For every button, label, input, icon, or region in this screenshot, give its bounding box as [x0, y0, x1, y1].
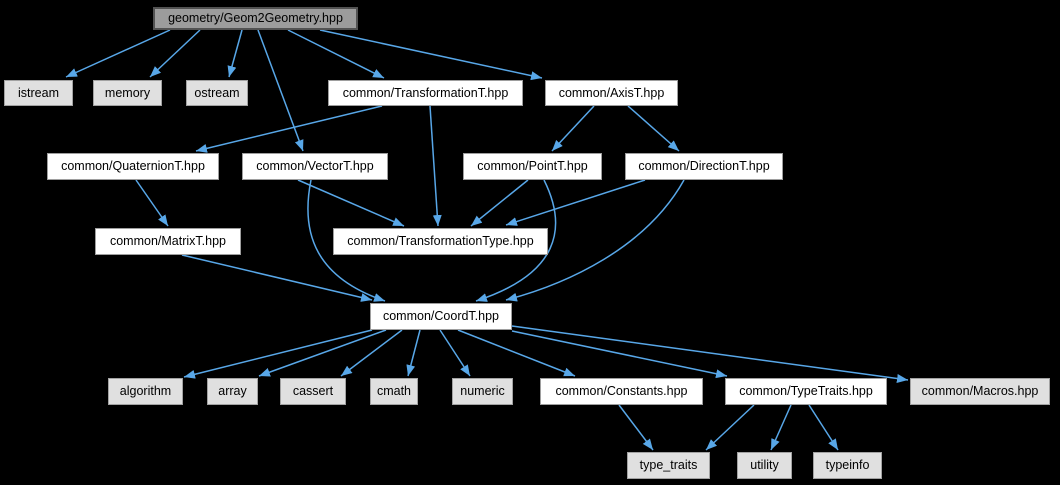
edge-geom2geometry-memory	[149, 29, 201, 78]
edge-coordt-macros	[511, 325, 909, 383]
node-ostream: ostream	[186, 80, 248, 106]
node-algorithm: algorithm	[108, 378, 183, 405]
node-common-vectort-hpp[interactable]: common/VectorT.hpp	[242, 153, 388, 180]
edge-quaterniont-matrixt	[135, 179, 169, 227]
node-common-transformationtype-hpp[interactable]: common/TransformationType.hpp	[333, 228, 548, 255]
node-typeinfo: typeinfo	[813, 452, 882, 479]
node-common-macros-hpp: common/Macros.hpp	[910, 378, 1050, 405]
edge-axist-directiont	[627, 105, 680, 152]
node-cassert: cassert	[280, 378, 346, 405]
edge-typetraits-utility	[770, 404, 792, 451]
node-common-coordt-hpp[interactable]: common/CoordT.hpp	[370, 303, 512, 330]
edge-vectort-transformationtype	[297, 179, 405, 227]
edge-coordt-algorithm	[183, 329, 373, 379]
node-common-axist-hpp[interactable]: common/AxisT.hpp	[545, 80, 678, 106]
edge-pointt-coordt	[475, 179, 557, 302]
node-common-constants-hpp[interactable]: common/Constants.hpp	[540, 378, 703, 405]
edge-geom2geometry-ostream	[227, 29, 243, 78]
edge-directiont-coordt	[505, 179, 685, 302]
edge-geom2geometry-transformationt	[287, 29, 385, 79]
node-common-directiont-hpp[interactable]: common/DirectionT.hpp	[625, 153, 783, 180]
node-cmath: cmath	[370, 378, 418, 405]
edge-coordt-cassert	[340, 329, 403, 377]
node-utility: utility	[737, 452, 792, 479]
edge-transformationt-quaterniont	[195, 105, 383, 153]
node-common-pointt-hpp[interactable]: common/PointT.hpp	[463, 153, 602, 180]
node-numeric: numeric	[452, 378, 513, 405]
node-istream: istream	[4, 80, 73, 106]
node-common-matrixt-hpp[interactable]: common/MatrixT.hpp	[95, 228, 241, 255]
edge-matrixt-coordt	[181, 254, 373, 302]
edge-coordt-constants	[457, 329, 576, 377]
edge-transformationt-transformationtype	[429, 105, 442, 227]
edge-pointt-transformationtype	[470, 179, 529, 227]
edge-constants-type_traits	[618, 404, 654, 451]
edge-geom2geometry-vectort	[257, 29, 304, 152]
node-common-quaterniont-hpp[interactable]: common/QuaternionT.hpp	[47, 153, 219, 180]
node-common-typetraits-hpp[interactable]: common/TypeTraits.hpp	[725, 378, 887, 405]
edge-coordt-array	[258, 329, 387, 377]
edge-geom2geometry-istream	[65, 29, 171, 78]
node-common-transformationt-hpp[interactable]: common/TransformationT.hpp	[328, 80, 523, 106]
edge-vectort-coordt	[307, 179, 386, 302]
node-memory: memory	[93, 80, 162, 106]
edge-coordt-cmath	[406, 329, 421, 377]
edge-coordt-numeric	[439, 329, 471, 377]
node-geometry-geom2geometry-hpp: geometry/Geom2Geometry.hpp	[153, 7, 358, 30]
node-type-traits: type_traits	[627, 452, 710, 479]
node-array: array	[207, 378, 258, 405]
edge-geom2geometry-axist	[319, 29, 543, 81]
edge-typetraits-typeinfo	[808, 404, 839, 451]
edge-directiont-transformationtype	[505, 179, 646, 226]
edge-typetraits-type_traits	[705, 404, 755, 451]
edge-axist-pointt	[551, 105, 595, 152]
edge-coordt-typetraits	[511, 330, 728, 379]
